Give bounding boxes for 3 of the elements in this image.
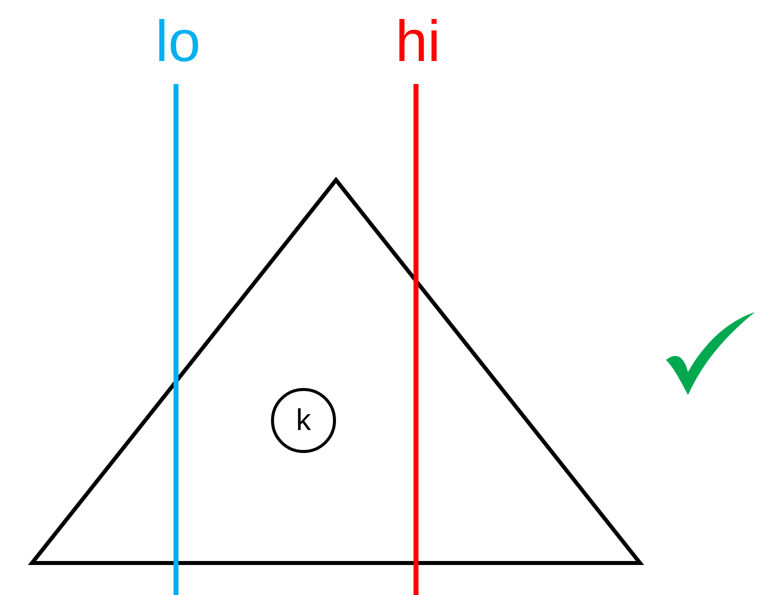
circle-node: k: [271, 388, 336, 453]
line-label: hi: [395, 12, 441, 72]
line-label: lo: [155, 12, 201, 72]
